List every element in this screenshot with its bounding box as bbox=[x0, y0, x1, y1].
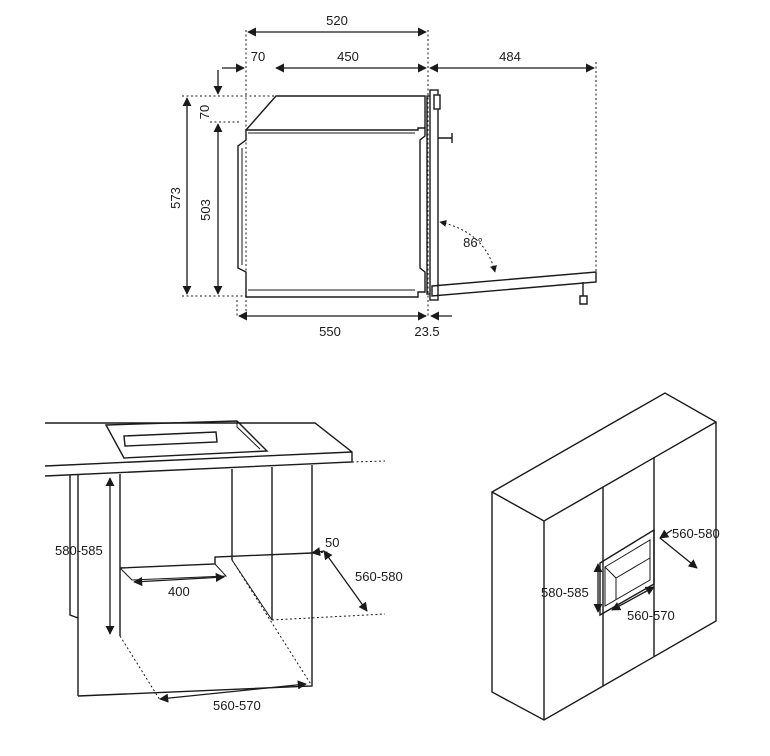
hob bbox=[104, 420, 269, 459]
dim-line-niche-width bbox=[159, 680, 307, 703]
label-column-height: 580-585 bbox=[541, 585, 589, 600]
label-door-thickness: 23.5 bbox=[414, 324, 439, 339]
label-niche-width: 560-570 bbox=[213, 698, 261, 713]
column-door-seams bbox=[602, 457, 655, 686]
oven-inner-line bbox=[248, 132, 415, 291]
oven-door bbox=[429, 89, 439, 301]
label-niche-height: 580-585 bbox=[55, 543, 103, 558]
label-column-width: 560-570 bbox=[627, 608, 675, 623]
dim-line-niche-depth bbox=[323, 550, 368, 612]
column-unit-outline bbox=[491, 392, 717, 721]
oven-body-outline bbox=[237, 127, 426, 298]
countertop bbox=[44, 422, 353, 477]
door-handle-top bbox=[438, 133, 453, 143]
label-total-width: 520 bbox=[326, 13, 348, 28]
label-door-open: 484 bbox=[499, 49, 521, 64]
label-height-body: 503 bbox=[198, 199, 213, 221]
niche-floor bbox=[119, 552, 313, 569]
column-unit-edges bbox=[491, 421, 717, 720]
hob-control-strip bbox=[123, 431, 218, 447]
dim-line-column-width bbox=[611, 586, 655, 611]
control-knob bbox=[433, 94, 441, 110]
label-vent-gap: 50 bbox=[325, 535, 339, 550]
label-bottom-depth: 550 bbox=[319, 324, 341, 339]
label-front-offset: 70 bbox=[251, 49, 265, 64]
label-top-offset: 70 bbox=[197, 105, 212, 119]
opened-door bbox=[431, 271, 597, 297]
label-back-opening: 400 bbox=[168, 584, 190, 599]
label-depth: 450 bbox=[337, 49, 359, 64]
oven-side-view: 520 70 450 484 70 573 503 86° 550 23.5 bbox=[168, 13, 597, 339]
oven-top-profile bbox=[245, 95, 426, 131]
label-height-total: 573 bbox=[168, 187, 183, 209]
label-niche-depth: 560-580 bbox=[355, 569, 403, 584]
column-unit-installation: 560-580 580-585 560-570 bbox=[491, 392, 720, 721]
dim-line-back-opening bbox=[133, 572, 225, 587]
label-column-depth: 560-580 bbox=[672, 526, 720, 541]
door-angle-arc bbox=[439, 219, 497, 273]
opened-door-handle bbox=[579, 282, 588, 305]
cabinet-left-side bbox=[69, 475, 79, 696]
under-counter-installation: 580-585 50 560-580 400 560-570 bbox=[44, 420, 403, 713]
label-door-angle: 86° bbox=[463, 235, 483, 250]
cabinet-front-frame bbox=[77, 465, 313, 697]
